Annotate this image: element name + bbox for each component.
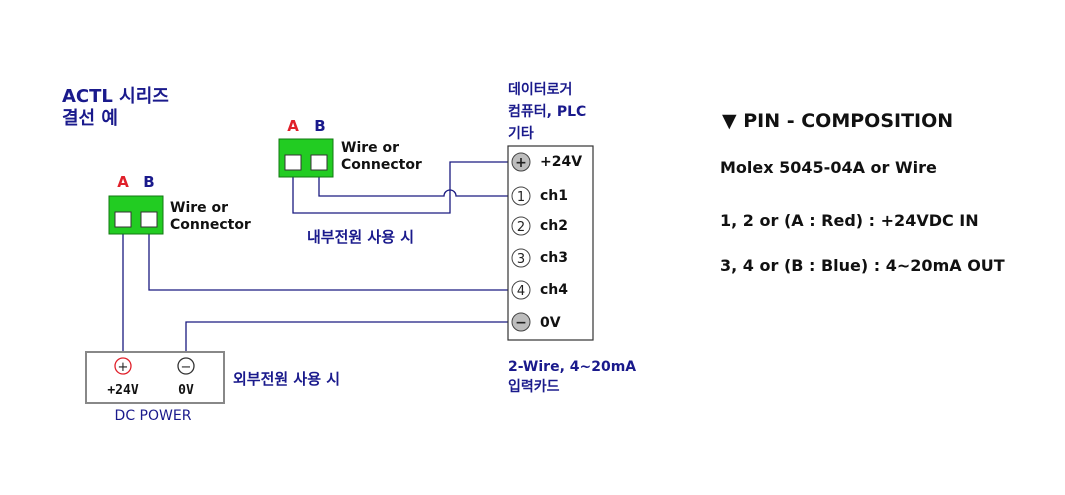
terminal-ch3-symbol: 3 bbox=[517, 252, 525, 267]
internal-pin-a-label: A bbox=[287, 117, 299, 135]
internal-connector: A B Wire or Connector 내부전원 사용 시 bbox=[278, 117, 422, 246]
card-footer-line2: 입력카드 bbox=[508, 379, 560, 395]
power-supply-name: DC POWER bbox=[115, 408, 192, 424]
power-minus-label: 0V bbox=[178, 383, 194, 398]
diagram-title-line2: 결선 예 bbox=[62, 108, 118, 129]
terminal-ch2-label: ch2 bbox=[540, 218, 568, 234]
external-pin-b-socket bbox=[140, 211, 158, 228]
terminal-ch1: 1 ch1 bbox=[511, 186, 568, 206]
dc-power-supply: + − +24V 0V DC POWER 외부전원 사용 시 bbox=[85, 351, 340, 424]
power-supply-box bbox=[85, 351, 225, 404]
internal-pin-a-socket bbox=[284, 154, 302, 171]
input-card-box bbox=[507, 145, 594, 341]
card-footer-line1: 2-Wire, 4~20mA bbox=[508, 359, 636, 375]
external-connector-label-line1: Wire or bbox=[170, 200, 228, 216]
wires bbox=[122, 161, 521, 358]
terminal-ch1-label: ch1 bbox=[540, 188, 568, 204]
terminal-ch3-circle bbox=[511, 248, 531, 268]
terminal-ch4: 4 ch4 bbox=[511, 280, 568, 300]
pin-composition-line-3: 3, 4 or (B : Blue) : 4~20mA OUT bbox=[720, 256, 1005, 275]
diagram-title-line1: ACTL 시리즈 bbox=[62, 86, 169, 107]
terminal-0v-label: 0V bbox=[540, 315, 561, 331]
terminal-ch1-symbol: 1 bbox=[517, 190, 525, 205]
external-connector: A B Wire or Connector bbox=[108, 173, 251, 235]
external-connector-label-line2: Connector bbox=[170, 217, 251, 233]
wire-internal-b-to-ch1 bbox=[318, 169, 521, 197]
internal-pin-b-socket bbox=[310, 154, 328, 171]
power-plus-symbol: + bbox=[118, 360, 129, 375]
power-plus-terminal bbox=[114, 357, 132, 375]
internal-pin-b-label: B bbox=[314, 117, 325, 135]
terminal-0v-circle bbox=[511, 312, 531, 332]
internal-connector-label-line2: Connector bbox=[341, 157, 422, 173]
card-terminals: + +24V 1 ch1 2 ch2 3 ch3 4 ch4 − 0V bbox=[511, 152, 582, 332]
terminal-0v: − 0V bbox=[511, 312, 561, 332]
pin-composition-title: ▼ PIN - COMPOSITION bbox=[722, 110, 954, 132]
terminal-plus24v-circle bbox=[511, 152, 531, 172]
terminal-plus24v-symbol: + bbox=[515, 155, 527, 171]
wire-power-0v-to-card-0v bbox=[185, 321, 521, 358]
internal-connector-label-line1: Wire or bbox=[341, 140, 399, 156]
external-pin-a-socket bbox=[114, 211, 132, 228]
power-minus-terminal bbox=[177, 357, 195, 375]
terminal-0v-symbol: − bbox=[515, 315, 527, 331]
terminal-ch4-symbol: 4 bbox=[517, 284, 525, 299]
terminal-ch3: 3 ch3 bbox=[511, 248, 568, 268]
power-plus-label: +24V bbox=[107, 383, 138, 398]
terminal-ch4-label: ch4 bbox=[540, 282, 568, 298]
terminal-plus24v: + +24V bbox=[511, 152, 582, 172]
card-header-line1: 데이터로거 bbox=[508, 81, 572, 98]
pin-composition-line-1: Molex 5045-04A or Wire bbox=[720, 158, 937, 177]
terminal-plus24v-label: +24V bbox=[540, 154, 582, 170]
internal-power-caption: 내부전원 사용 시 bbox=[307, 228, 414, 246]
power-minus-symbol: − bbox=[181, 360, 192, 375]
terminal-ch2-circle bbox=[511, 216, 531, 236]
card-header-line3: 기타 bbox=[508, 126, 534, 142]
external-pin-b-label: B bbox=[143, 173, 154, 191]
terminal-ch4-circle bbox=[511, 280, 531, 300]
external-pin-a-label: A bbox=[117, 173, 129, 191]
external-power-caption: 외부전원 사용 시 bbox=[233, 370, 340, 388]
terminal-ch2: 2 ch2 bbox=[511, 216, 568, 236]
pin-composition-line-2: 1, 2 or (A : Red) : +24VDC IN bbox=[720, 211, 979, 230]
terminal-ch1-circle bbox=[511, 186, 531, 206]
wire-external-b-to-ch4 bbox=[148, 228, 521, 291]
card-header-line2: 컴퓨터, PLC bbox=[508, 104, 586, 120]
terminal-ch3-label: ch3 bbox=[540, 250, 568, 266]
terminal-ch2-symbol: 2 bbox=[517, 220, 525, 235]
wire-internal-a-to-plus24v bbox=[292, 161, 521, 214]
